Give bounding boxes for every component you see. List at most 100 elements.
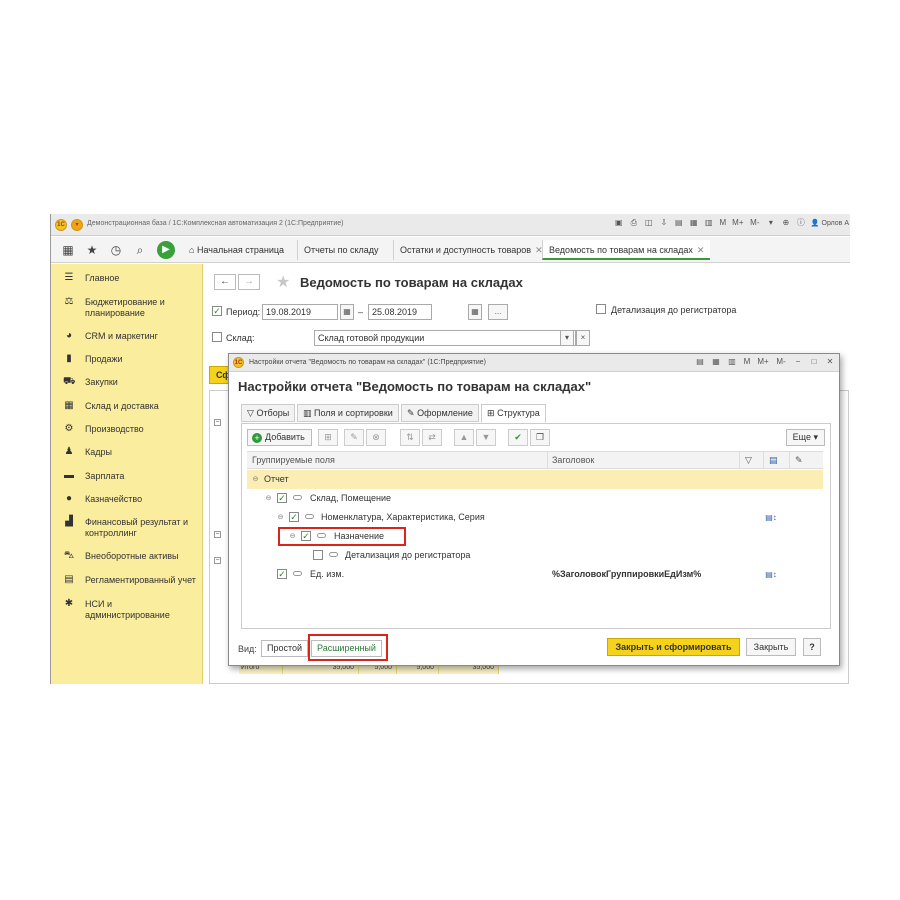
back-arrow-icon[interactable]: ← [214, 274, 236, 290]
clear-icon[interactable]: × [576, 330, 590, 346]
chevron-down-icon[interactable]: ▾ [768, 218, 773, 227]
memory-minus-icon[interactable]: M- [776, 357, 786, 366]
filter-icon: ▽ [247, 408, 254, 418]
print-icon[interactable]: ⎙ [630, 218, 638, 227]
info-icon[interactable]: ⓘ [796, 218, 805, 227]
warehouse-checkbox[interactable] [212, 332, 222, 342]
close-icon[interactable]: ✕ [826, 357, 834, 366]
favorite-star-icon[interactable]: ★ [276, 274, 291, 291]
table-row[interactable]: ✓ Ед. изм. %ЗаголовокГруппировкиЕдИзм% ▤… [247, 565, 823, 584]
tab-stock-availability[interactable]: Остатки и доступность товаров✕ [393, 240, 549, 260]
tab-goods-statement[interactable]: Ведомость по товарам на складах✕ [542, 240, 711, 260]
structure-icon: ⊞ [487, 408, 495, 418]
grouping-icon[interactable]: ▤↕ [765, 513, 777, 522]
calendar-icon[interactable]: ▦ [712, 357, 720, 366]
group-toggle-icon[interactable]: − [214, 419, 221, 426]
history-icon[interactable]: ▤ [675, 218, 683, 227]
calculator-icon[interactable]: ▥ [728, 357, 736, 366]
favorites-star-icon[interactable]: ★ [86, 243, 98, 257]
move-up-icon[interactable]: ▲ [454, 429, 474, 446]
save-icon[interactable]: ▣ [615, 218, 623, 227]
row-checkbox[interactable]: ✓ [277, 493, 287, 503]
period-select-button[interactable]: ... [488, 304, 508, 320]
column-header-fields[interactable]: Группируемые поля [252, 455, 335, 465]
search-icon[interactable]: ⌕ [136, 243, 144, 257]
copy-icon[interactable]: ❐ [530, 429, 550, 446]
view-advanced-button[interactable]: Расширенный [311, 640, 382, 657]
calculator-icon[interactable]: ▥ [705, 218, 713, 227]
memory-plus-icon[interactable]: M+ [757, 357, 769, 366]
view-simple-button[interactable]: Простой [261, 640, 309, 657]
tab-structure[interactable]: ⊞ Структура [481, 404, 546, 423]
collapse-icon[interactable]: ⊖ [252, 476, 259, 483]
table-row[interactable]: ⊖ ✓ Склад, Помещение [247, 489, 823, 508]
tab-fields-sorting[interactable]: ▥ Поля и сортировки [297, 404, 399, 422]
column-header-title[interactable]: Заголовок [552, 455, 595, 465]
brush-icon[interactable]: ✎ [795, 455, 803, 465]
group-icon[interactable]: ⊞ [318, 429, 338, 446]
tab-home[interactable]: ⌂ Начальная страница [179, 240, 294, 260]
period-checkbox[interactable]: ✓ [212, 306, 222, 316]
chevron-down-icon[interactable]: ▾ [560, 330, 574, 346]
delete-icon[interactable]: ⊗ [366, 429, 386, 446]
close-icon[interactable]: ✕ [535, 245, 543, 255]
date-from-field[interactable]: 19.08.2019 [262, 304, 338, 320]
filter-icon[interactable]: ▽ [745, 455, 752, 465]
table-row[interactable]: ⊖ Отчет [247, 470, 823, 489]
grouping-icon[interactable]: ▤↕ [765, 570, 777, 579]
row-checkbox[interactable]: ✓ [301, 531, 311, 541]
play-icon[interactable]: ▶ [157, 241, 175, 259]
collapse-icon[interactable]: ⊖ [289, 533, 296, 540]
close-and-generate-button[interactable]: Закрыть и сформировать [607, 638, 740, 656]
collapse-icon[interactable]: ⊖ [277, 514, 284, 521]
forward-arrow-icon[interactable]: → [238, 274, 260, 290]
history-clock-icon[interactable]: ◷ [110, 243, 122, 257]
ungroup-icon[interactable]: ⇄ [422, 429, 442, 446]
grouping-icon[interactable]: ▤ [769, 455, 778, 465]
memory-plus-icon[interactable]: M+ [732, 218, 744, 227]
calendar-icon[interactable]: ▦ [340, 304, 354, 320]
table-row[interactable]: Детализация до регистратора [247, 546, 823, 565]
grouping-link-icon [329, 552, 338, 557]
date-to-field[interactable]: 25.08.2019 [368, 304, 432, 320]
preview-icon[interactable]: ◫ [645, 218, 653, 227]
check-all-icon[interactable]: ✔ [508, 429, 528, 446]
group-move-icon[interactable]: ⇅ [400, 429, 420, 446]
group-toggle-icon[interactable]: − [214, 557, 221, 564]
row-header: %ЗаголовокГруппировкиЕдИзм% [552, 569, 702, 579]
calendar-icon[interactable]: ▦ [468, 304, 482, 320]
history-icon[interactable]: ▤ [696, 357, 704, 366]
close-button[interactable]: Закрыть [746, 638, 796, 656]
main-menu-icon[interactable]: ▾ [71, 219, 83, 231]
table-row[interactable]: ⊖ ✓ Назначение [247, 527, 823, 546]
warehouse-field[interactable]: Склад готовой продукции [314, 330, 576, 346]
gear-icon: ⚙ [64, 423, 74, 434]
memory-icon[interactable]: M [743, 357, 751, 366]
row-checkbox[interactable]: ✓ [289, 512, 299, 522]
group-toggle-icon[interactable]: − [214, 531, 221, 538]
close-icon[interactable]: ✕ [696, 245, 705, 255]
tab-warehouse-reports[interactable]: Отчеты по складу [297, 240, 385, 260]
row-checkbox[interactable]: ✓ [277, 569, 287, 579]
apps-grid-icon[interactable]: ▦ [62, 243, 74, 257]
move-down-icon[interactable]: ▼ [476, 429, 496, 446]
detail-checkbox[interactable] [596, 304, 606, 314]
user-name[interactable]: 👤 Орлов А [810, 220, 849, 227]
collapse-icon[interactable]: ⊖ [265, 495, 272, 502]
grouping-link-icon [305, 514, 314, 519]
table-row[interactable]: ⊖ ✓ Номенклатура, Характеристика, Серия … [247, 508, 823, 527]
attach-icon[interactable]: ⇩ [660, 218, 668, 227]
more-button[interactable]: Еще ▾ [785, 429, 825, 446]
maximize-icon[interactable]: □ [811, 357, 817, 366]
zoom-icon[interactable]: ⊕ [782, 218, 790, 227]
tab-formatting[interactable]: ✎ Оформление [401, 404, 479, 422]
help-button[interactable]: ? [803, 638, 821, 656]
add-button[interactable]: +Добавить [247, 429, 312, 446]
edit-icon[interactable]: ✎ [344, 429, 364, 446]
calendar-icon[interactable]: ▦ [690, 218, 698, 227]
row-checkbox[interactable] [313, 550, 323, 560]
minimize-icon[interactable]: − [795, 357, 801, 366]
memory-minus-icon[interactable]: M- [750, 218, 760, 227]
tab-filters[interactable]: ▽ Отборы [241, 404, 296, 422]
memory-icon[interactable]: M [719, 218, 727, 227]
